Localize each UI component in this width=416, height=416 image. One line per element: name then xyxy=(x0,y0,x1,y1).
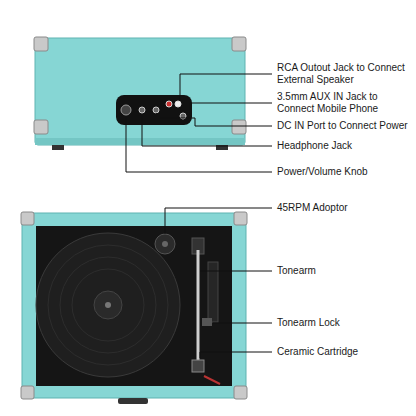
callout-label: 45RPM Adoptor xyxy=(277,202,411,214)
case-back-view xyxy=(34,37,246,150)
callout-label: Headphone Jack xyxy=(277,140,411,152)
callout-label: Ceramic Cartridge xyxy=(277,346,411,358)
leader-lines xyxy=(126,74,272,358)
callout-label: RCA Outout Jack to Connect External Spea… xyxy=(277,62,411,86)
case-top-view xyxy=(21,212,247,404)
callout-label: Tonearm Lock xyxy=(277,317,411,329)
callout-label: Power/Volume Knob xyxy=(277,166,411,178)
callout-label: DC IN Port to Connect Power xyxy=(277,120,411,132)
callout-label: 3.5mm AUX IN Jack to Connect Mobile Phon… xyxy=(277,91,411,115)
callout-label: Tonearm xyxy=(277,265,411,277)
